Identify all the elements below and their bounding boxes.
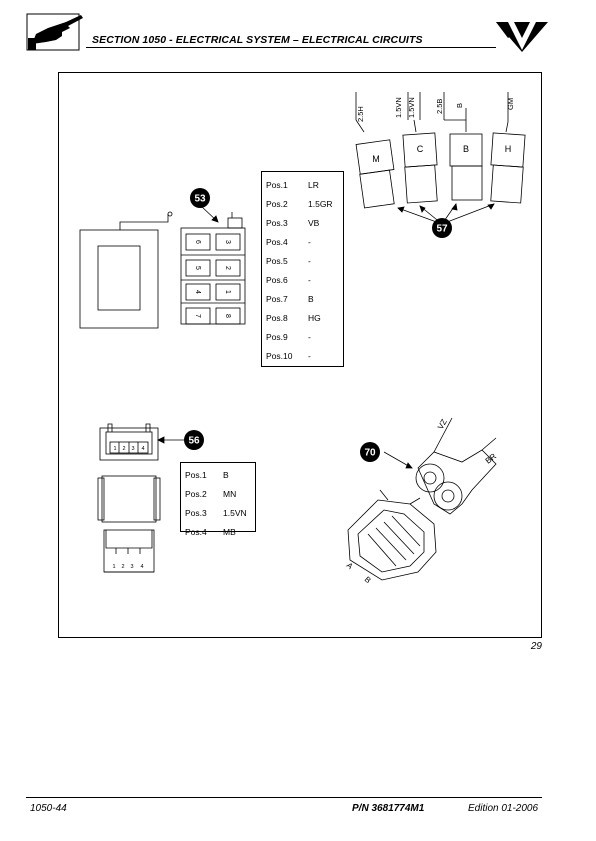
table-row: Pos.2 1.5GR [262,194,333,213]
table-row: Pos.3 VB [262,213,333,232]
table-row: Pos.3 1.5VN [181,503,247,522]
terminal-letter: B [463,144,469,154]
wire-label: 1.5VN [407,97,416,118]
callout-56 [184,430,204,450]
connector-57 [355,92,526,225]
wire-label: 2.5B [435,99,444,114]
wire-code-cell: - [308,236,311,247]
position-cell: Pos.1 [185,469,207,480]
wire-code-cell: HG [308,312,321,323]
wire-code-cell: - [308,255,311,266]
pin-label: 3 [130,564,133,570]
wire-code-cell: B [223,469,229,480]
wire-code-cell: - [308,274,311,285]
table-row: Pos.1 B [181,465,247,484]
wire-code-cell: VB [308,217,320,228]
wire-code-cell: MN [223,488,237,499]
footer-part-number: P/N 3681774M1 [352,803,425,814]
wiring-diagrams: 53 56 57 70 6 3 5 2 4 1 7 8 1 2 3 4 1 2 … [79,92,526,585]
pointing-hand-icon [26,13,83,51]
table-row: Pos.4 MB [181,522,247,541]
wire-code-cell: 1.5VN [223,507,247,518]
wire-label: VZ [436,418,449,431]
pin-label: 1 [113,446,116,452]
cavity-label: 8 [224,314,231,318]
cavity-label: 5 [194,266,201,270]
footer-code: 1050-44 [30,803,67,814]
pin-label: 4 [141,446,144,452]
wire-code-cell: - [308,350,311,361]
pin-label: 2 [122,446,125,452]
footer-rule [26,797,542,798]
wire-label: 2.5H [356,106,365,122]
page-number: 29 [530,641,542,652]
wire-label: B [455,103,464,108]
position-cell: Pos.2 [266,198,288,209]
table-row: Pos.5 - [262,251,333,270]
cavity-label: 4 [194,290,201,294]
terminal-letter: M [372,154,380,164]
callout-53-number: 53 [194,194,206,205]
table-row: Pos.4 - [262,232,333,251]
cavity-label: 3 [224,240,231,244]
table-row: Pos.10 - [262,346,333,365]
position-cell: Pos.3 [185,507,207,518]
table-row: Pos.1 LR [262,175,333,194]
cavity-label: 6 [194,240,201,244]
position-cell: Pos.5 [266,255,288,266]
table-row: Pos.2 MN [181,484,247,503]
position-cell: Pos.10 [266,350,293,361]
wire-code-cell: LR [308,179,319,190]
position-cell: Pos.9 [266,331,288,342]
terminal-letter: C [417,144,424,154]
pin-label: 1 [112,564,115,570]
position-cell: Pos.7 [266,293,288,304]
section-title: SECTION 1050 - ELECTRICAL SYSTEM – ELECT… [92,34,423,46]
connector-housing-53 [79,211,173,329]
wire-code-cell: B [308,293,314,304]
pin-label: 3 [131,446,134,452]
table-row: Pos.6 - [262,270,333,289]
cavity-label: 1 [224,290,231,294]
wire-label: GM [506,98,515,110]
position-cell: Pos.2 [185,488,207,499]
pinout-table-56: Pos.1 B Pos.2 MN Pos.3 1.5VN Pos.4 MB [180,462,256,537]
callout-56-number: 56 [188,436,200,447]
position-cell: Pos.6 [266,274,288,285]
callout-70-number: 70 [364,448,376,459]
table-row: Pos.8 HG [262,308,333,327]
wire-code-cell: 1.5GR [308,198,333,209]
callout-57 [432,218,452,238]
position-cell: Pos.3 [266,217,288,228]
connector-letter: B [363,575,373,585]
connector-70 [347,417,497,581]
position-cell: Pos.8 [266,312,288,323]
wire-code-cell: MB [223,526,236,537]
position-cell: Pos.4 [185,526,207,537]
callout-70 [360,442,380,462]
figure-frame [58,72,542,638]
pin-label: 4 [140,564,143,570]
table-row: Pos.9 - [262,327,333,346]
header-rule [86,47,496,48]
pin-label: 2 [121,564,124,570]
brand-logo-icon [496,22,548,52]
position-cell: Pos.1 [266,179,288,190]
cavity-label: 7 [194,314,201,318]
connector-56 [97,423,161,573]
terminal-letter: H [505,144,512,154]
callout-57-number: 57 [436,224,448,235]
position-cell: Pos.4 [266,236,288,247]
footer-edition: Edition 01-2006 [468,803,539,814]
cavity-label: 2 [224,266,231,270]
wire-code-cell: - [308,331,311,342]
connector-letter: A [345,561,355,572]
callout-53 [190,188,210,208]
wire-label: 1.5VN [394,97,403,118]
table-row: Pos.7 B [262,289,333,308]
connector-53 [180,212,246,325]
